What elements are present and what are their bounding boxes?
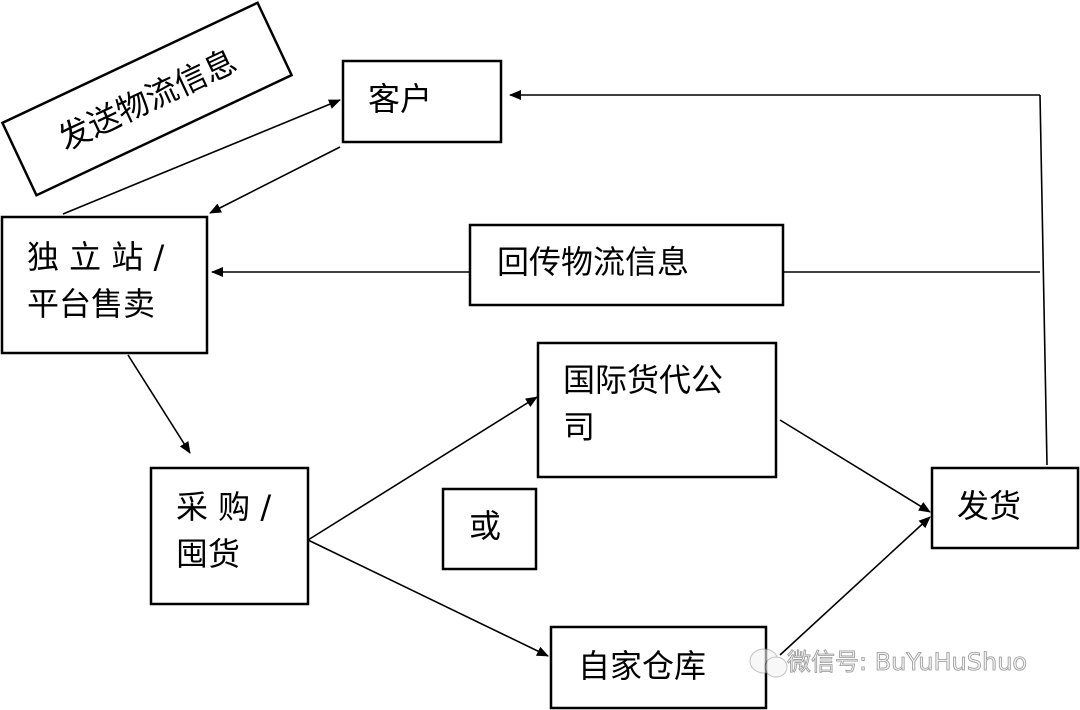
purchase-box: 采 购 / 囤货 (149, 466, 310, 606)
customer-box: 客户 (341, 59, 503, 144)
warehouse-box: 自家仓库 (549, 625, 768, 710)
line-ship-up (1039, 94, 1048, 466)
wechat-icon (749, 648, 788, 678)
ship-box: 发货 (930, 466, 1080, 550)
send-logistics-info-box: 发送物流信息 (0, 1, 294, 197)
arrow-warehouse-to-ship (779, 516, 931, 656)
or-label: 或 (469, 507, 501, 545)
forwarder-label-line1: 国际货代公 (563, 361, 723, 399)
purchase-label-line2: 囤货 (176, 535, 240, 573)
warehouse-label: 自家仓库 (578, 647, 706, 685)
forwarder-box: 国际货代公 司 (536, 341, 778, 479)
arrow-store-to-customer (62, 99, 341, 215)
arrow-forwarder-to-ship (779, 419, 931, 513)
store-box: 独 立 站 / 平台售卖 (0, 215, 209, 355)
ship-label: 发货 (957, 487, 1021, 525)
arrow-customer-to-store (209, 146, 341, 214)
arrow-purchase-to-warehouse (307, 539, 549, 657)
arrow-store-to-purchase (127, 354, 191, 454)
return-logistics-info-label: 回传物流信息 (497, 243, 689, 281)
customer-label: 客户 (368, 80, 432, 118)
purchase-label-line1: 采 购 / (176, 488, 271, 526)
arrow-purchase-to-forwarder (307, 396, 538, 541)
forwarder-label-line2: 司 (563, 408, 595, 446)
return-logistics-info-box: 回传物流信息 (468, 223, 785, 307)
store-label-line2: 平台售卖 (27, 285, 155, 323)
or-box: 或 (441, 487, 538, 571)
watermark-text: 微信号: BuYuHuShuo (787, 648, 1027, 676)
store-label-line1: 独 立 站 / (27, 238, 165, 276)
